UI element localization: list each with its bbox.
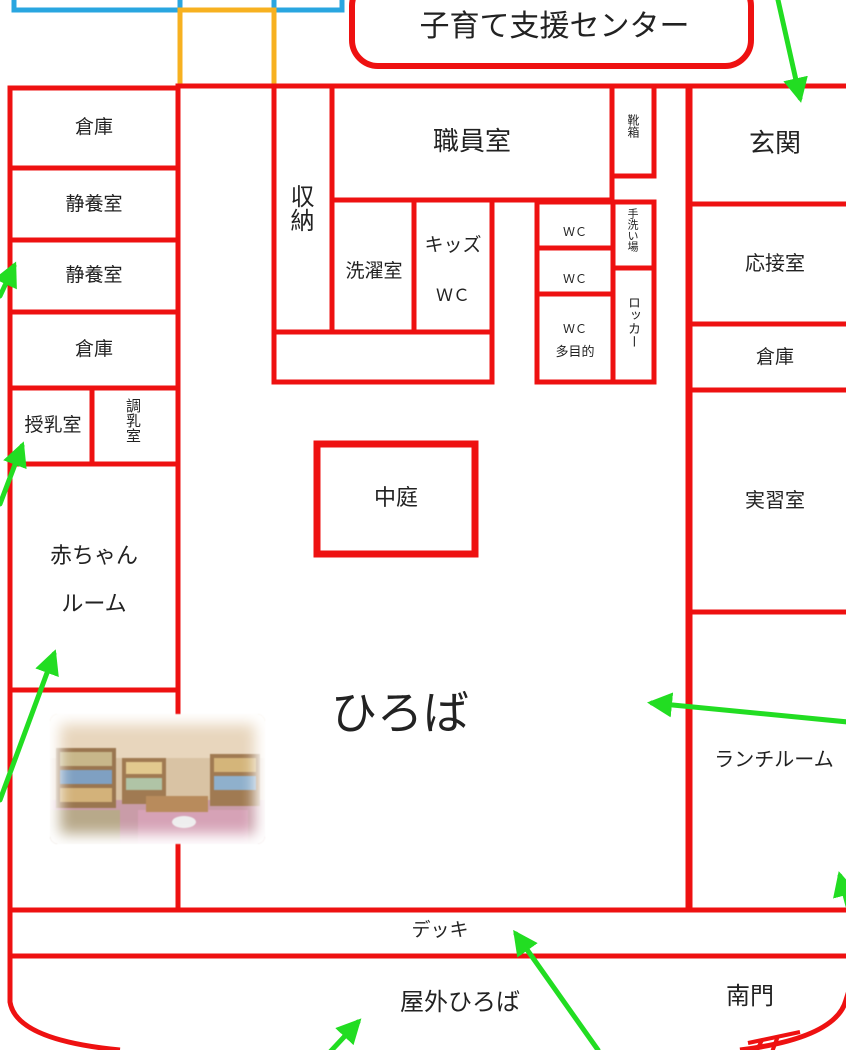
playroom-photo-image	[50, 714, 265, 844]
label-shuno: 収納	[286, 184, 314, 232]
center-title: 子育て支援センター	[419, 9, 690, 44]
label-hiroba: ひろば	[331, 686, 469, 740]
label-souko-3: 倉庫	[755, 346, 794, 368]
annex-orange-box	[177, 7, 277, 89]
south-gate-mark	[747, 1030, 801, 1045]
label-nakaniwa: 中庭	[373, 486, 418, 511]
label-sentaku: 洗濯室	[345, 260, 403, 282]
label-jisshu: 実習室	[745, 488, 805, 512]
label-souko-2: 倉庫	[74, 338, 113, 360]
annex-blue-box	[271, 0, 345, 13]
label-wc-3: ＷＣ	[562, 322, 587, 336]
label-souko-1: 倉庫	[74, 116, 113, 138]
label-locker: ロッカー	[625, 296, 640, 348]
label-akachan-2: ルーム	[61, 592, 127, 617]
playroom-photo	[50, 714, 265, 844]
center-title-frame	[349, 0, 754, 69]
label-junyu: 授乳室	[24, 414, 82, 436]
room-storage-strip	[271, 329, 495, 385]
room-wc-multi	[534, 291, 616, 385]
label-shokuin: 職員室	[432, 127, 511, 157]
label-okugai: 屋外ひろば	[400, 988, 520, 1016]
room-akachan	[7, 461, 181, 693]
label-lunch: ランチルーム	[714, 747, 834, 771]
label-wc-multi: 多目的	[555, 345, 595, 360]
room-kids-wc	[411, 197, 495, 335]
label-ousetsu: 応接室	[745, 251, 805, 275]
courtyard	[313, 440, 479, 558]
label-seiyou-1: 静養室	[65, 193, 123, 215]
label-deck: デッキ	[411, 919, 469, 941]
label-wc-1: ＷＣ	[562, 225, 587, 239]
label-minamimon: 南門	[726, 982, 774, 1010]
label-kids-1: キッズ	[424, 234, 482, 256]
label-wc-2: ＷＣ	[562, 272, 587, 286]
deck	[7, 907, 846, 959]
label-tearai: 手洗い場	[626, 208, 639, 252]
label-seiyou-2: 静養室	[65, 264, 123, 286]
label-kids-2: ＷＣ	[436, 286, 470, 306]
label-genkan: 玄関	[748, 129, 801, 159]
room-wc-2	[534, 245, 616, 297]
label-akachan-1: 赤ちゃん	[49, 544, 138, 569]
label-kutsubako: 靴箱	[626, 114, 640, 138]
room-locker	[610, 265, 657, 385]
annex-blue-box	[11, 0, 183, 13]
outdoor-plaza-outline	[7, 956, 846, 1050]
label-chounyu: 調乳室	[124, 398, 142, 443]
room-kutsubako	[609, 83, 657, 179]
